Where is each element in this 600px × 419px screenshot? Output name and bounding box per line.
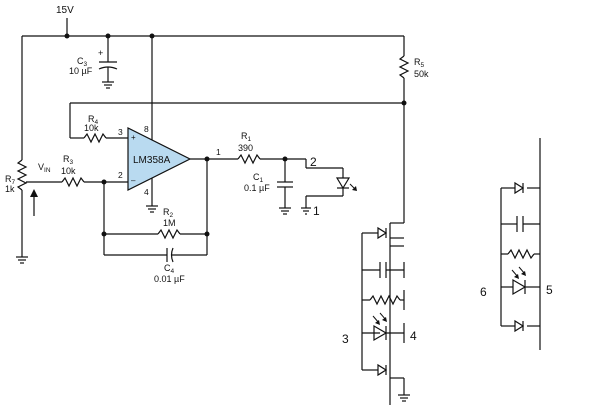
r4-label: R4 [88,114,99,126]
sensor-stack [500,138,541,350]
opamp-minus: – [131,176,136,185]
marker-6: 6 [480,285,487,299]
r1-label: R1 [241,131,252,143]
marker-3: 3 [342,332,349,346]
opamp-pin-2: 2 [118,170,123,180]
resistor-r4 [69,102,404,144]
r2-value: 1M [163,218,176,228]
marker-1: 1 [313,204,320,218]
marker-2: 2 [310,155,317,169]
r4-value: 10k [84,123,99,133]
r3-value: 10k [61,166,76,176]
output-stack [361,200,410,405]
supply-label: 15V [56,5,74,16]
r5-label: R5 [414,57,425,69]
opamp-pin-1: 1 [216,147,221,157]
supply-rail [22,18,404,39]
capacitor-c3 [98,36,118,89]
c3-value: 10 µF [69,66,93,76]
r7-value: 1k [5,184,15,194]
r3-label: R3 [63,154,74,166]
opamp-pin-8: 8 [144,124,149,134]
opamp-pin-4: 4 [144,187,149,197]
opamp-pin-3: 3 [118,127,123,137]
resistor-r5 [398,36,410,200]
led-emitter [301,159,357,215]
r1-value: 390 [238,143,253,153]
resistor-r1 [237,153,306,165]
c1-label: C1 [253,172,264,184]
marker-4: 4 [410,329,417,343]
vin-label: VIN [38,162,51,174]
r7-label: R7 [5,174,16,186]
c3-label: C3 [77,56,88,68]
input-network [16,36,128,264]
c4-label: C4 [164,263,175,275]
feedback-network [101,159,210,263]
r2-label: R2 [163,207,174,219]
c3-polarity: + [98,48,103,58]
c1-value: 0.1 µF [244,183,270,193]
capacitor-c1 [277,159,293,215]
r5-value: 50k [414,69,429,79]
c4-value: 0.01 µF [154,274,185,284]
opamp-plus: + [131,133,136,142]
opamp-label: LM358A [133,155,171,166]
marker-5: 5 [546,283,553,297]
